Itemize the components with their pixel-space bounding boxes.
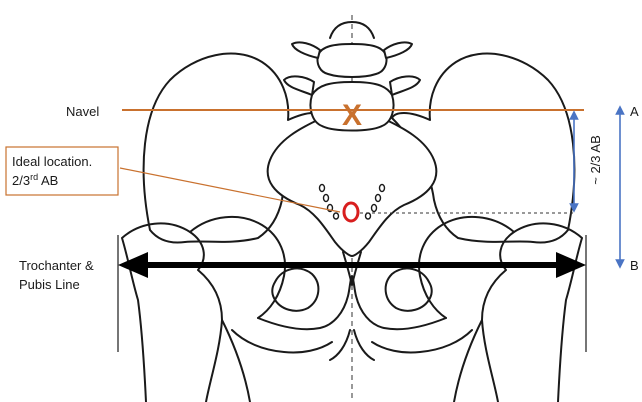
left-femur	[122, 223, 222, 402]
callout-line-1: Ideal location.	[12, 154, 92, 169]
ratio-label: ~ 2/3 AB	[588, 135, 603, 185]
l5-process-left	[284, 76, 314, 95]
ideal-location-callout: Ideal location. 2/3rd AB	[6, 147, 118, 195]
l4-vertebra	[317, 44, 386, 77]
trochanter-label-line-1: Trochanter &	[19, 258, 94, 273]
l5-process-right	[390, 76, 420, 95]
sacrum	[268, 118, 437, 256]
l4-process-right	[384, 42, 412, 58]
left-ischium	[232, 330, 332, 353]
trochanter-label-line-2: Pubis Line	[19, 277, 80, 292]
right-femur	[482, 223, 582, 402]
navel-label: Navel	[66, 104, 99, 119]
right-ischium	[372, 330, 472, 353]
point-a-label: A	[630, 104, 639, 119]
point-b-label: B	[630, 258, 639, 273]
navel-x-mark: X	[342, 99, 362, 132]
l4-process-left	[292, 42, 320, 58]
